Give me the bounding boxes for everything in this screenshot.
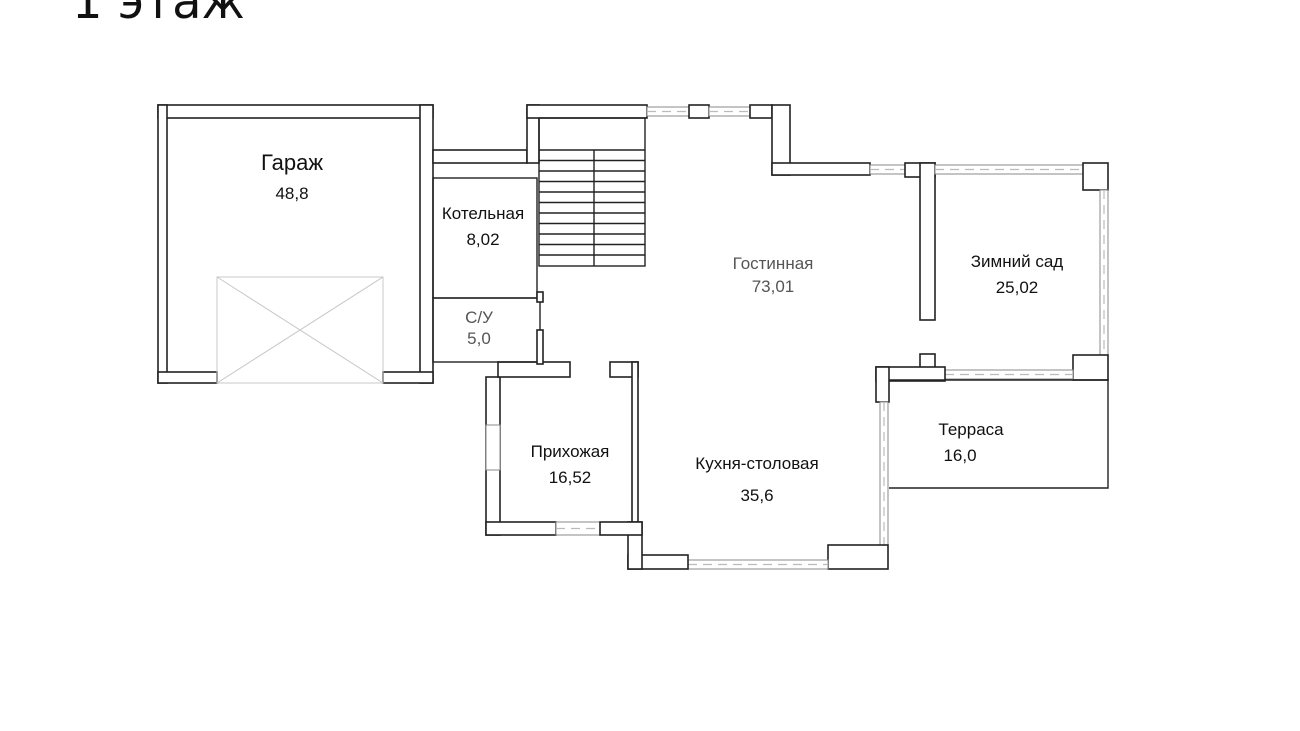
room-name: Гараж <box>260 150 324 175</box>
room-area: 16,52 <box>548 468 592 487</box>
room-area: 5,0 <box>467 329 491 348</box>
garage-walls <box>157 104 434 384</box>
room-hall: Прихожая 16,52 <box>531 439 610 491</box>
room-garage: Гараж 48,8 <box>261 143 323 205</box>
room-kitchen: Кухня-столовая 35,6 <box>695 450 818 510</box>
room-area: 48,8 <box>275 184 309 203</box>
room-area: 16,0 <box>943 446 977 465</box>
room-name: Кухня-столовая <box>695 454 819 473</box>
room-name: С/У <box>465 308 493 327</box>
floor-title: 1 этаж <box>72 0 245 30</box>
room-area: 25,02 <box>995 278 1039 297</box>
room-name: Гостинная <box>732 254 814 273</box>
room-name: Котельная <box>441 204 525 223</box>
hall-walls <box>485 361 643 536</box>
staircase[interactable] <box>538 117 646 267</box>
room-boiler: Котельная 8,02 <box>442 201 524 253</box>
room-wc: С/У 5,0 <box>465 307 493 349</box>
room-living: Гостинная 73,01 <box>733 252 814 298</box>
room-winter-garden: Зимний сад 25,02 <box>971 249 1063 301</box>
room-name: Прихожая <box>530 442 610 461</box>
walls-north <box>432 104 936 321</box>
room-area: 35,6 <box>740 486 774 505</box>
garage-gate <box>216 276 384 384</box>
terrace-outline <box>889 379 1109 489</box>
kitchen-walls <box>609 361 889 570</box>
room-terrace: Терраса 16,0 <box>938 417 1003 469</box>
room-area: 73,01 <box>751 277 795 296</box>
room-area: 8,02 <box>466 230 500 249</box>
winter-garden-walls <box>875 162 1109 403</box>
room-name: Зимний сад <box>970 252 1064 271</box>
room-name: Терраса <box>938 420 1004 439</box>
